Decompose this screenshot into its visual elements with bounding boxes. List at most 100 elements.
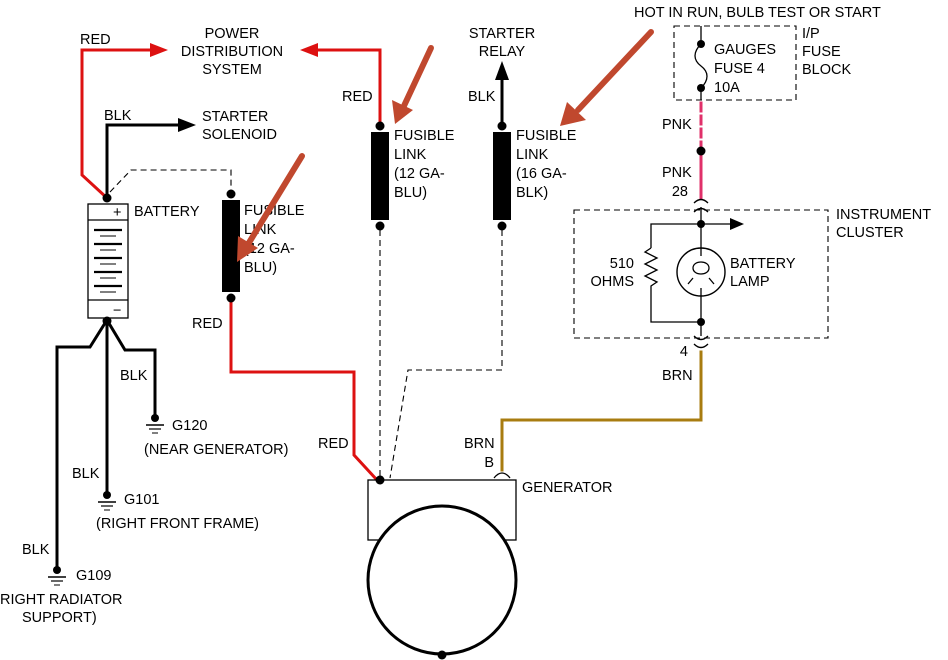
svg-text:BLU): BLU) [244, 260, 277, 276]
svg-text:510: 510 [610, 256, 634, 272]
gauges-fuse-label: GAUGES FUSE 4 10A [714, 42, 776, 96]
annotation-arrow-mid-link [392, 45, 434, 124]
svg-text:(NEAR GENERATOR): (NEAR GENERATOR) [144, 442, 288, 458]
ground-g101 [98, 491, 116, 511]
wire-label-red-link: RED [192, 316, 223, 332]
wire-label-blk-top: BLK [104, 108, 132, 124]
pin-28-label: 28 [672, 184, 688, 200]
brn-wire [500, 350, 703, 472]
blk-wire-g120 [104, 317, 157, 415]
fusible-link-mid [371, 121, 389, 231]
battery-lamp-label: BATTERY LAMP [730, 256, 796, 290]
svg-text:(12 GA-: (12 GA- [244, 241, 295, 257]
fusible-link-left [222, 189, 240, 303]
svg-text:SOLENOID: SOLENOID [202, 127, 277, 143]
wire-label-brn-gen: BRN [464, 436, 495, 452]
wire-label-blk-g101: BLK [72, 466, 100, 482]
wire-label-red-top: RED [80, 32, 111, 48]
instrument-cluster-outline [573, 209, 829, 339]
g120-label: G120 (NEAR GENERATOR) [144, 418, 288, 458]
svg-text:(RIGHT FRONT FRAME): (RIGHT FRONT FRAME) [96, 516, 259, 532]
battery [87, 193, 129, 326]
wire-label-blk-relay: BLK [468, 89, 496, 105]
red-wire-link-to-generator [229, 300, 380, 483]
pnk-splice-node [696, 146, 706, 156]
generator [366, 475, 518, 660]
battery-cells [94, 228, 122, 293]
svg-text:LINK: LINK [516, 147, 549, 163]
ground-g120 [146, 414, 164, 434]
svg-text:FUSIBLE: FUSIBLE [244, 203, 305, 219]
svg-text:G120: G120 [172, 418, 207, 434]
wire-label-blk-g120: BLK [120, 368, 148, 384]
battery-plus-sign: + [113, 205, 121, 221]
red-wires [80, 48, 382, 483]
fusible-link-right [493, 121, 511, 231]
wire-label-blk-g109: BLK [22, 542, 50, 558]
g109-label: G109 RIGHT RADIATOR SUPPORT) [0, 568, 122, 626]
svg-text:BLU): BLU) [394, 185, 427, 201]
blk-wire-g109 [55, 317, 110, 568]
svg-text:POWER: POWER [205, 26, 260, 42]
black-wires [55, 76, 504, 568]
cluster-internal-arrow [730, 218, 744, 230]
annotation-arrow-left-link [237, 153, 305, 262]
svg-text:STARTER: STARTER [469, 26, 535, 42]
svg-text:STARTER: STARTER [202, 109, 268, 125]
svg-text:SYSTEM: SYSTEM [202, 62, 262, 78]
svg-text:RELAY: RELAY [479, 44, 526, 60]
battery-label: BATTERY [134, 204, 200, 220]
generator-output-terminal [375, 475, 385, 485]
annotation-arrows [237, 29, 654, 262]
svg-text:FUSIBLE: FUSIBLE [394, 128, 455, 144]
svg-text:INSTRUMENT: INSTRUMENT [836, 207, 931, 223]
ip-fuse-block-outline [673, 25, 797, 101]
svg-text:GAUGES: GAUGES [714, 42, 776, 58]
svg-text:BLOCK: BLOCK [802, 62, 851, 78]
terminal-b-label: B [484, 455, 494, 471]
dash-right-link-to-generator [389, 230, 503, 479]
gauges-fuse [694, 26, 708, 100]
fusible-link-left-label: FUSIBLE LINK (12 GA- BLU) [244, 203, 305, 276]
wire-label-red-mid: RED [342, 89, 373, 105]
svg-text:G101: G101 [124, 492, 159, 508]
svg-text:SUPPORT): SUPPORT) [22, 610, 97, 626]
blk-wire-starter-solenoid [105, 123, 182, 200]
svg-text:FUSE 4: FUSE 4 [714, 61, 765, 77]
red-wire-battery-to-pds [80, 48, 152, 201]
pin-4-label: 4 [680, 344, 688, 360]
svg-text:RIGHT RADIATOR: RIGHT RADIATOR [0, 592, 122, 608]
generator-label: GENERATOR [522, 480, 613, 496]
svg-text:LAMP: LAMP [730, 274, 770, 290]
fusible-link-mid-label: FUSIBLE LINK (12 GA- BLU) [394, 128, 455, 201]
ip-fuse-block-label: I/P FUSE BLOCK [802, 26, 851, 78]
starter-solenoid-label: STARTER SOLENOID [202, 109, 277, 143]
svg-text:FUSIBLE: FUSIBLE [516, 128, 577, 144]
wire-label-pnk-bottom: PNK [662, 165, 692, 181]
battery-minus-sign: − [113, 303, 121, 319]
svg-text:CLUSTER: CLUSTER [836, 225, 904, 241]
svg-text:BATTERY: BATTERY [730, 256, 796, 272]
arrow-to-pds-left [150, 43, 168, 57]
svg-text:10A: 10A [714, 80, 740, 96]
svg-text:(16 GA-: (16 GA- [516, 166, 567, 182]
resistor-label: 510 OHMS [591, 256, 635, 290]
ground-g109 [48, 566, 66, 586]
annotation-arrow-right-link [560, 29, 654, 126]
svg-text:BLK): BLK) [516, 185, 548, 201]
connector-4 [693, 335, 709, 349]
red-wire-link-to-pds [313, 48, 382, 127]
svg-text:I/P: I/P [802, 26, 820, 42]
svg-text:(12 GA-: (12 GA- [394, 166, 445, 182]
wire-label-pnk-top: PNK [662, 117, 692, 133]
arrow-to-pds-right [300, 43, 318, 57]
hot-in-run-label: HOT IN RUN, BULB TEST OR START [634, 5, 881, 21]
starter-relay-label: STARTER RELAY [469, 26, 535, 60]
fusible-link-right-label: FUSIBLE LINK (16 GA- BLK) [516, 128, 577, 201]
arrow-to-starter-solenoid [178, 118, 196, 132]
dash-battery-sense [109, 169, 232, 193]
generator-terminal-b [493, 472, 511, 479]
power-distribution-label: POWER DISTRIBUTION SYSTEM [181, 26, 283, 78]
arrow-to-starter-relay [495, 61, 509, 80]
